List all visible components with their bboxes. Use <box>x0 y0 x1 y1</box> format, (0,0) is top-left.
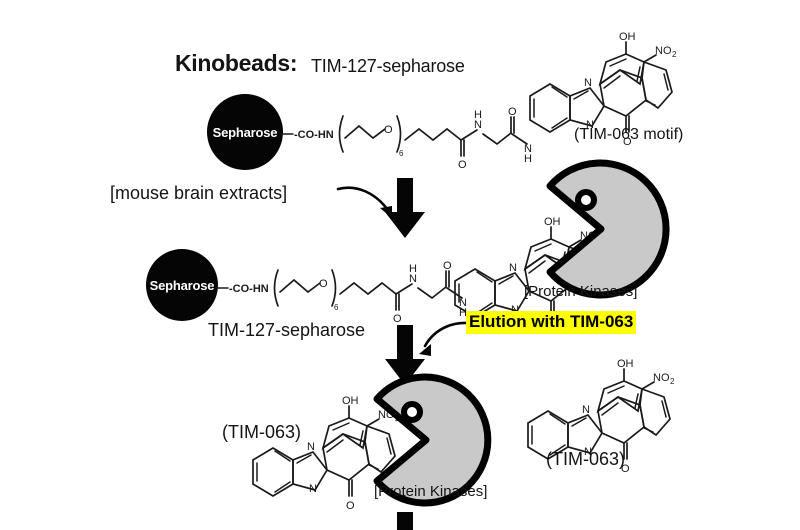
tim063-structure-free: N N O OH NO 2 <box>520 355 680 480</box>
tim127-sepharose-label: TIM-127-sepharose <box>208 320 366 340</box>
carbonyl-oxygen2-top: O <box>508 106 517 118</box>
linker-start-label-middle: -CO-HN <box>229 283 269 295</box>
lactam-n-bound: N <box>309 483 317 495</box>
down-arrow-3-cropped <box>381 512 429 530</box>
ketone-oxygen-bound: O <box>346 500 355 512</box>
sepharose-bead-label-middle: Sepharose <box>149 277 215 293</box>
nitro-subscript-free: 2 <box>670 377 675 386</box>
tim063-label-left: (TIM-063) <box>222 422 302 442</box>
aniline-n-top: N <box>524 143 532 155</box>
nitro-label-top: NO <box>655 45 672 57</box>
protein-kinases-label-lower: [Protein Kinases] <box>374 483 488 500</box>
protein-kinase-pacman-upper <box>538 159 670 299</box>
hydroxyl-label-free: OH <box>617 358 634 370</box>
down-arrow-1 <box>381 178 429 240</box>
elution-callout[interactable]: Elution with TIM-063 <box>466 311 637 334</box>
lactam-n-middle: N <box>511 304 519 316</box>
nitro-subscript-top: 2 <box>672 50 677 59</box>
peg-oxygen-label-middle: O <box>319 278 328 290</box>
aniline-h-middle: H <box>459 307 467 319</box>
ketone-oxygen-top: O <box>623 136 632 148</box>
sepharose-bead-label-top: Sepharose <box>212 124 278 140</box>
linker-chain-top: -CO-HN O 6 O N H O <box>280 96 581 171</box>
imidazole-n-top: N <box>584 77 592 89</box>
carbonyl-oxygen-top: O <box>458 159 467 171</box>
tim063-structure-bound: N N O OH NO 2 <box>245 392 405 517</box>
amide-h-middle: H <box>409 263 417 275</box>
tim063-motif-caption: (TIM-063 motif) <box>574 126 684 143</box>
lactam-n-top: N <box>586 119 594 131</box>
imidazole-n-bound: N <box>307 441 315 453</box>
imidazole-n-free: N <box>582 404 590 416</box>
sepharose-bead-top: Sepharose <box>207 94 283 170</box>
page-subtitle: TIM-127-sepharose <box>311 56 465 76</box>
amide-n-top: N <box>474 119 482 131</box>
tim063-label-right: (TIM-063) <box>546 449 626 469</box>
down-arrow-2 <box>381 325 429 387</box>
imidazole-n-middle: N <box>509 262 517 274</box>
hydroxyl-label-middle: OH <box>544 216 561 228</box>
tim063-motif-structure-top: N N O OH NO 2 <box>522 28 682 153</box>
sepharose-bead-middle: Sepharose <box>146 249 218 321</box>
lactam-n-free: N <box>584 446 592 458</box>
protein-kinase-pacman-lower <box>366 373 492 507</box>
carbonyl-oxygen-middle: O <box>393 313 402 325</box>
peg-oxygen-label-top: O <box>384 124 393 136</box>
aniline-h-top: H <box>524 153 532 165</box>
peg-subscript-middle: 6 <box>334 303 339 312</box>
mouse-brain-extracts-label: [mouse brain extracts] <box>110 183 288 203</box>
peg-subscript-top: 6 <box>399 149 404 158</box>
ketone-oxygen-free: O <box>621 463 630 475</box>
protein-kinases-label-upper: [Protein Kinases] <box>524 283 638 300</box>
amide-n-middle: N <box>409 273 417 285</box>
nitro-label-free: NO <box>653 372 670 384</box>
page-title: Kinobeads: <box>175 50 298 76</box>
hydroxyl-label-top: OH <box>619 31 636 43</box>
amide-h-top: H <box>474 109 482 121</box>
hydroxyl-label-bound: OH <box>342 395 359 407</box>
linker-start-label-top: -CO-HN <box>294 129 334 141</box>
aniline-n-middle: N <box>459 297 467 309</box>
carbonyl-oxygen2-middle: O <box>443 260 452 272</box>
linker-chain-middle: -CO-HN O 6 O N H O N H <box>215 250 506 325</box>
